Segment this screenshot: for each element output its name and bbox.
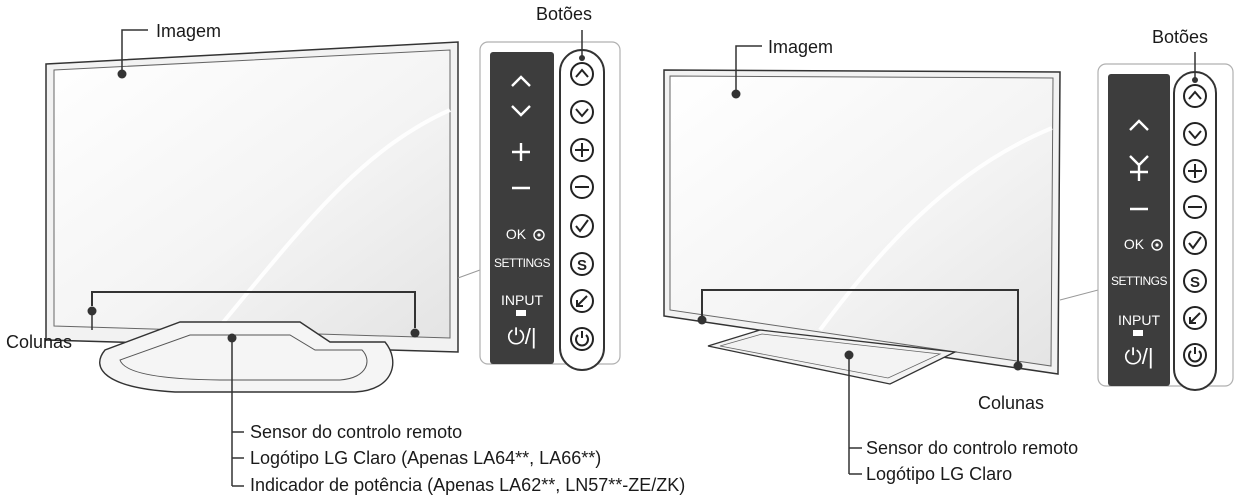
left-tv-stand bbox=[99, 321, 394, 393]
right-power-label: ⏻/| bbox=[1124, 344, 1154, 369]
right-logo-label: Logótipo LG Claro bbox=[866, 464, 1013, 484]
left-tv bbox=[45, 29, 481, 487]
right-input-label: INPUT bbox=[1118, 312, 1160, 328]
right-sensor-label: Sensor do controlo remoto bbox=[866, 438, 1079, 458]
left-button-panel: S bbox=[479, 30, 621, 371]
left-ok-label: OK bbox=[505, 226, 527, 242]
svg-text:S: S bbox=[1190, 274, 1200, 291]
svg-text:S: S bbox=[577, 257, 587, 274]
left-image-label: Imagem bbox=[156, 21, 222, 41]
right-tv bbox=[663, 45, 1099, 475]
left-input-label: INPUT bbox=[501, 292, 543, 308]
right-tv-stand bbox=[707, 329, 958, 385]
right-button-panel: S bbox=[1097, 52, 1234, 391]
right-ok-label: OK bbox=[1123, 236, 1145, 252]
left-logo-label: Logótipo LG Claro (Apenas LA64**, LA66**… bbox=[250, 448, 602, 468]
left-power-label: ⏻/| bbox=[507, 324, 537, 349]
right-image-label: Imagem bbox=[768, 37, 834, 57]
left-settings-label: SETTINGS bbox=[493, 256, 551, 270]
left-power-indicator-label: Indicador de potência (Apenas LA62**, LN… bbox=[250, 475, 686, 495]
left-buttons-label: Botões bbox=[536, 4, 593, 24]
right-buttons-label: Botões bbox=[1152, 27, 1209, 47]
right-speakers-label: Colunas bbox=[978, 393, 1045, 413]
right-settings-label: SETTINGS bbox=[1110, 274, 1168, 288]
left-speakers-label: Colunas bbox=[6, 332, 73, 352]
left-sensor-label: Sensor do controlo remoto bbox=[250, 422, 463, 442]
